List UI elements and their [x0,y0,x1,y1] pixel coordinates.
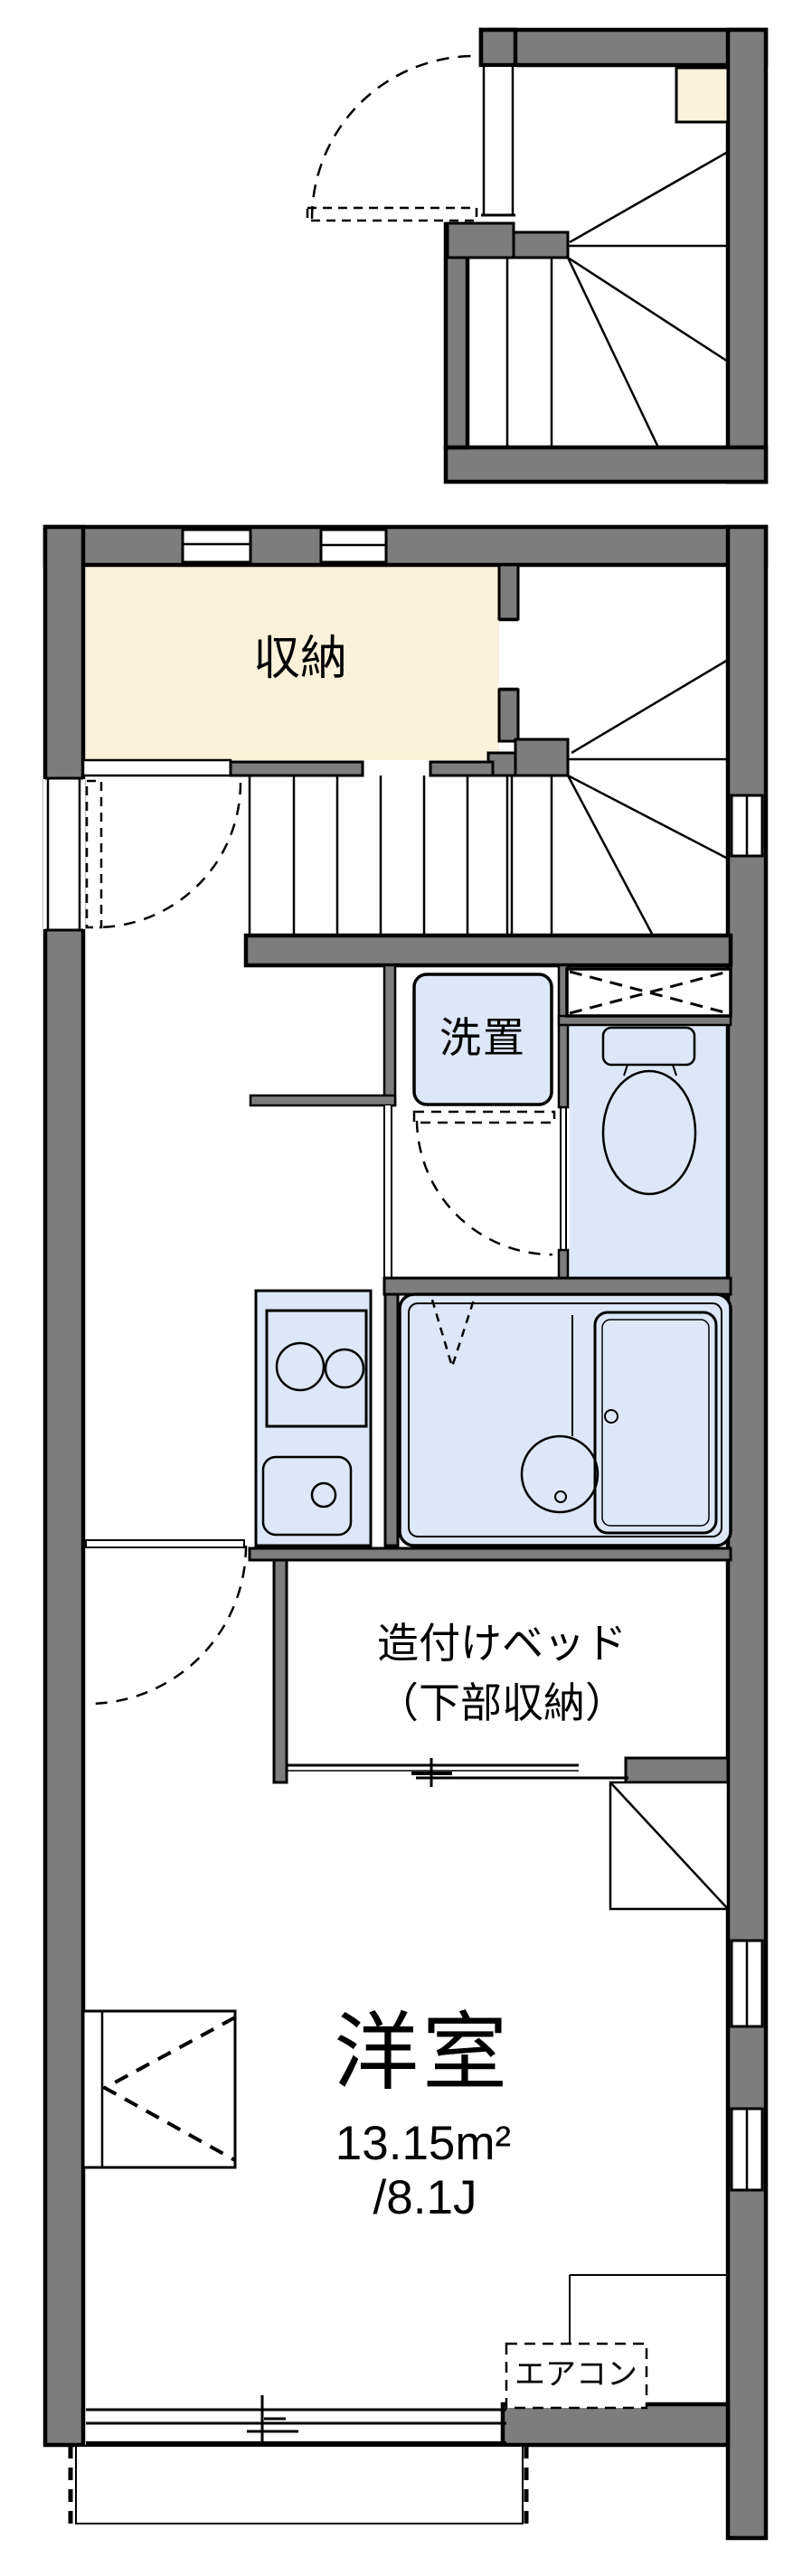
knob-icon [604,1409,618,1424]
ts-stairs [505,150,729,448]
built-in-bed-label: 造付けベッド [377,1620,627,1667]
vestibule-wall [382,964,397,1107]
right-wall-windows [730,794,764,2192]
storage-opening [81,758,232,777]
toilet-left-wall-b [557,1248,570,1280]
built-in-bed-sublabel: （下部収納） [377,1679,627,1726]
window-seat [81,2009,237,2169]
overhead-cabinet [565,967,732,1018]
upper-staircase-section [306,27,769,484]
main-stairs [248,658,729,936]
faucet-icon [310,1481,337,1509]
storage-label: 収納 [252,633,347,685]
toilet-tank [601,1026,696,1067]
burner-icon [275,1341,326,1392]
bed-top-wall [248,1547,732,1562]
room-door [85,1539,248,1706]
kitchen [254,1289,373,1547]
toilet-door-opening [557,1107,570,1250]
folding-door-icon [430,1299,476,1371]
entry-door [85,779,242,929]
ts-shelf-box [675,66,730,124]
kitchen-counter [254,1289,373,1547]
toilet-bowl [601,1069,697,1196]
storage-divider-a [497,563,520,621]
storage-floor [83,565,499,760]
washer-box [412,973,553,1106]
storage-bottom-wall-a [229,760,364,777]
stair-bottom-wall [243,933,733,968]
washbasin [520,1434,600,1514]
landing-block-b [514,738,570,777]
ts-landing [512,230,570,259]
toilet [601,1026,697,1196]
bed-post [272,1558,288,1784]
divider-gap [499,618,518,691]
western-room-area-tatami: /8.1J [373,2171,477,2224]
washer-space-label: 洗置 [439,1014,526,1061]
corridor-wall [249,1094,397,1107]
bed-bottom-wall [624,1756,730,1784]
toilet-floor [568,1024,731,1278]
top-wall-windows [181,528,388,564]
ts-door [306,54,478,222]
main-right-wall [725,524,769,2541]
western-room-area-m2: 13.15m² [335,2117,512,2170]
toilet-bottom-wall [382,1276,732,1296]
kitchen-bath-divider [383,1293,400,1547]
ts-top-wall [478,27,769,68]
washroom-door [412,1110,556,1256]
ts-bottom-wall [443,445,769,484]
washer-space [412,973,553,1106]
bathroom [398,1293,732,1547]
bottom-window [86,2395,506,2451]
window-icon [181,528,252,564]
burner-icon [324,1348,365,1389]
ts-right-wall [725,27,769,484]
bathtub [593,1311,718,1535]
toilet-left-wall-a [557,964,570,1109]
western-room-features [81,1781,730,2404]
storage-bottom-wall-b [429,760,495,777]
storage-divider-b [497,688,520,743]
entry-opening [43,776,85,932]
sink [261,1455,353,1537]
balcony [68,2445,529,2531]
western-room-label: 洋室 [333,2005,511,2100]
floor-fills [83,565,731,1278]
stove [265,1309,368,1428]
bed-sliding-door [287,1758,628,1787]
thin-partition [384,1105,392,1291]
ts-mid-wall [446,221,515,259]
interior-walls [81,563,733,1784]
ts-left-corner [478,27,518,68]
main-bottom-wall [500,2402,731,2448]
ts-door-gap [479,67,517,213]
aircon-label: エアコン [515,2357,637,2392]
aircon-box [505,2342,648,2410]
main-top-wall [42,524,769,568]
bathroom-floor [398,1293,732,1547]
